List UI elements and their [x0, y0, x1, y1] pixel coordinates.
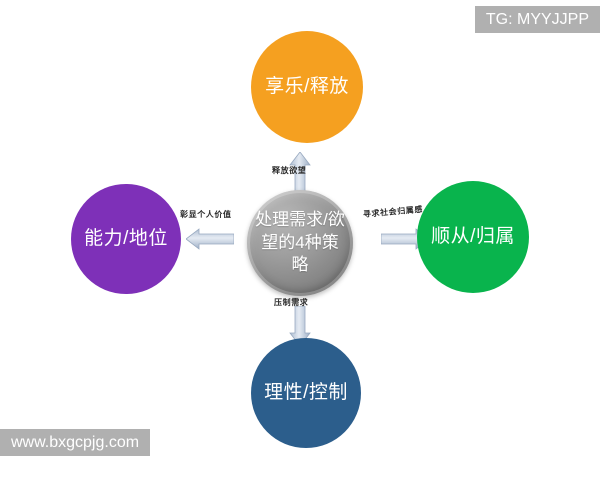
connector-label-down: 压制需求 — [274, 298, 309, 307]
site-watermark: www.bxgcpjg.com — [0, 429, 151, 456]
connector-label-right: 寻求社会归属感 — [362, 204, 424, 219]
node-competence-status[interactable]: 能力/地位 — [71, 184, 181, 294]
node-compliance-belonging[interactable]: 顺从/归属 — [417, 181, 529, 293]
center-hub[interactable]: 处理需求/欲望的4种策略 — [247, 190, 353, 296]
arrow-down-icon — [288, 305, 312, 351]
node-label-left: 能力/地位 — [84, 227, 168, 249]
node-label-top: 享乐/释放 — [265, 75, 349, 97]
connector-label-up: 释放欲望 — [272, 166, 307, 175]
center-hub-label: 处理需求/欲望的4种策略 — [255, 210, 345, 275]
connector-label-left: 彰显个人价值 — [180, 210, 232, 219]
node-hedonism-release[interactable]: 享乐/释放 — [251, 31, 363, 143]
arrow-left-icon — [185, 228, 235, 255]
node-label-bottom: 理性/控制 — [264, 381, 348, 403]
node-rationality-control[interactable]: 理性/控制 — [251, 338, 361, 448]
node-label-right: 顺从/归属 — [431, 225, 515, 247]
telegram-watermark-badge: TG: MYYJJPP — [474, 6, 600, 33]
